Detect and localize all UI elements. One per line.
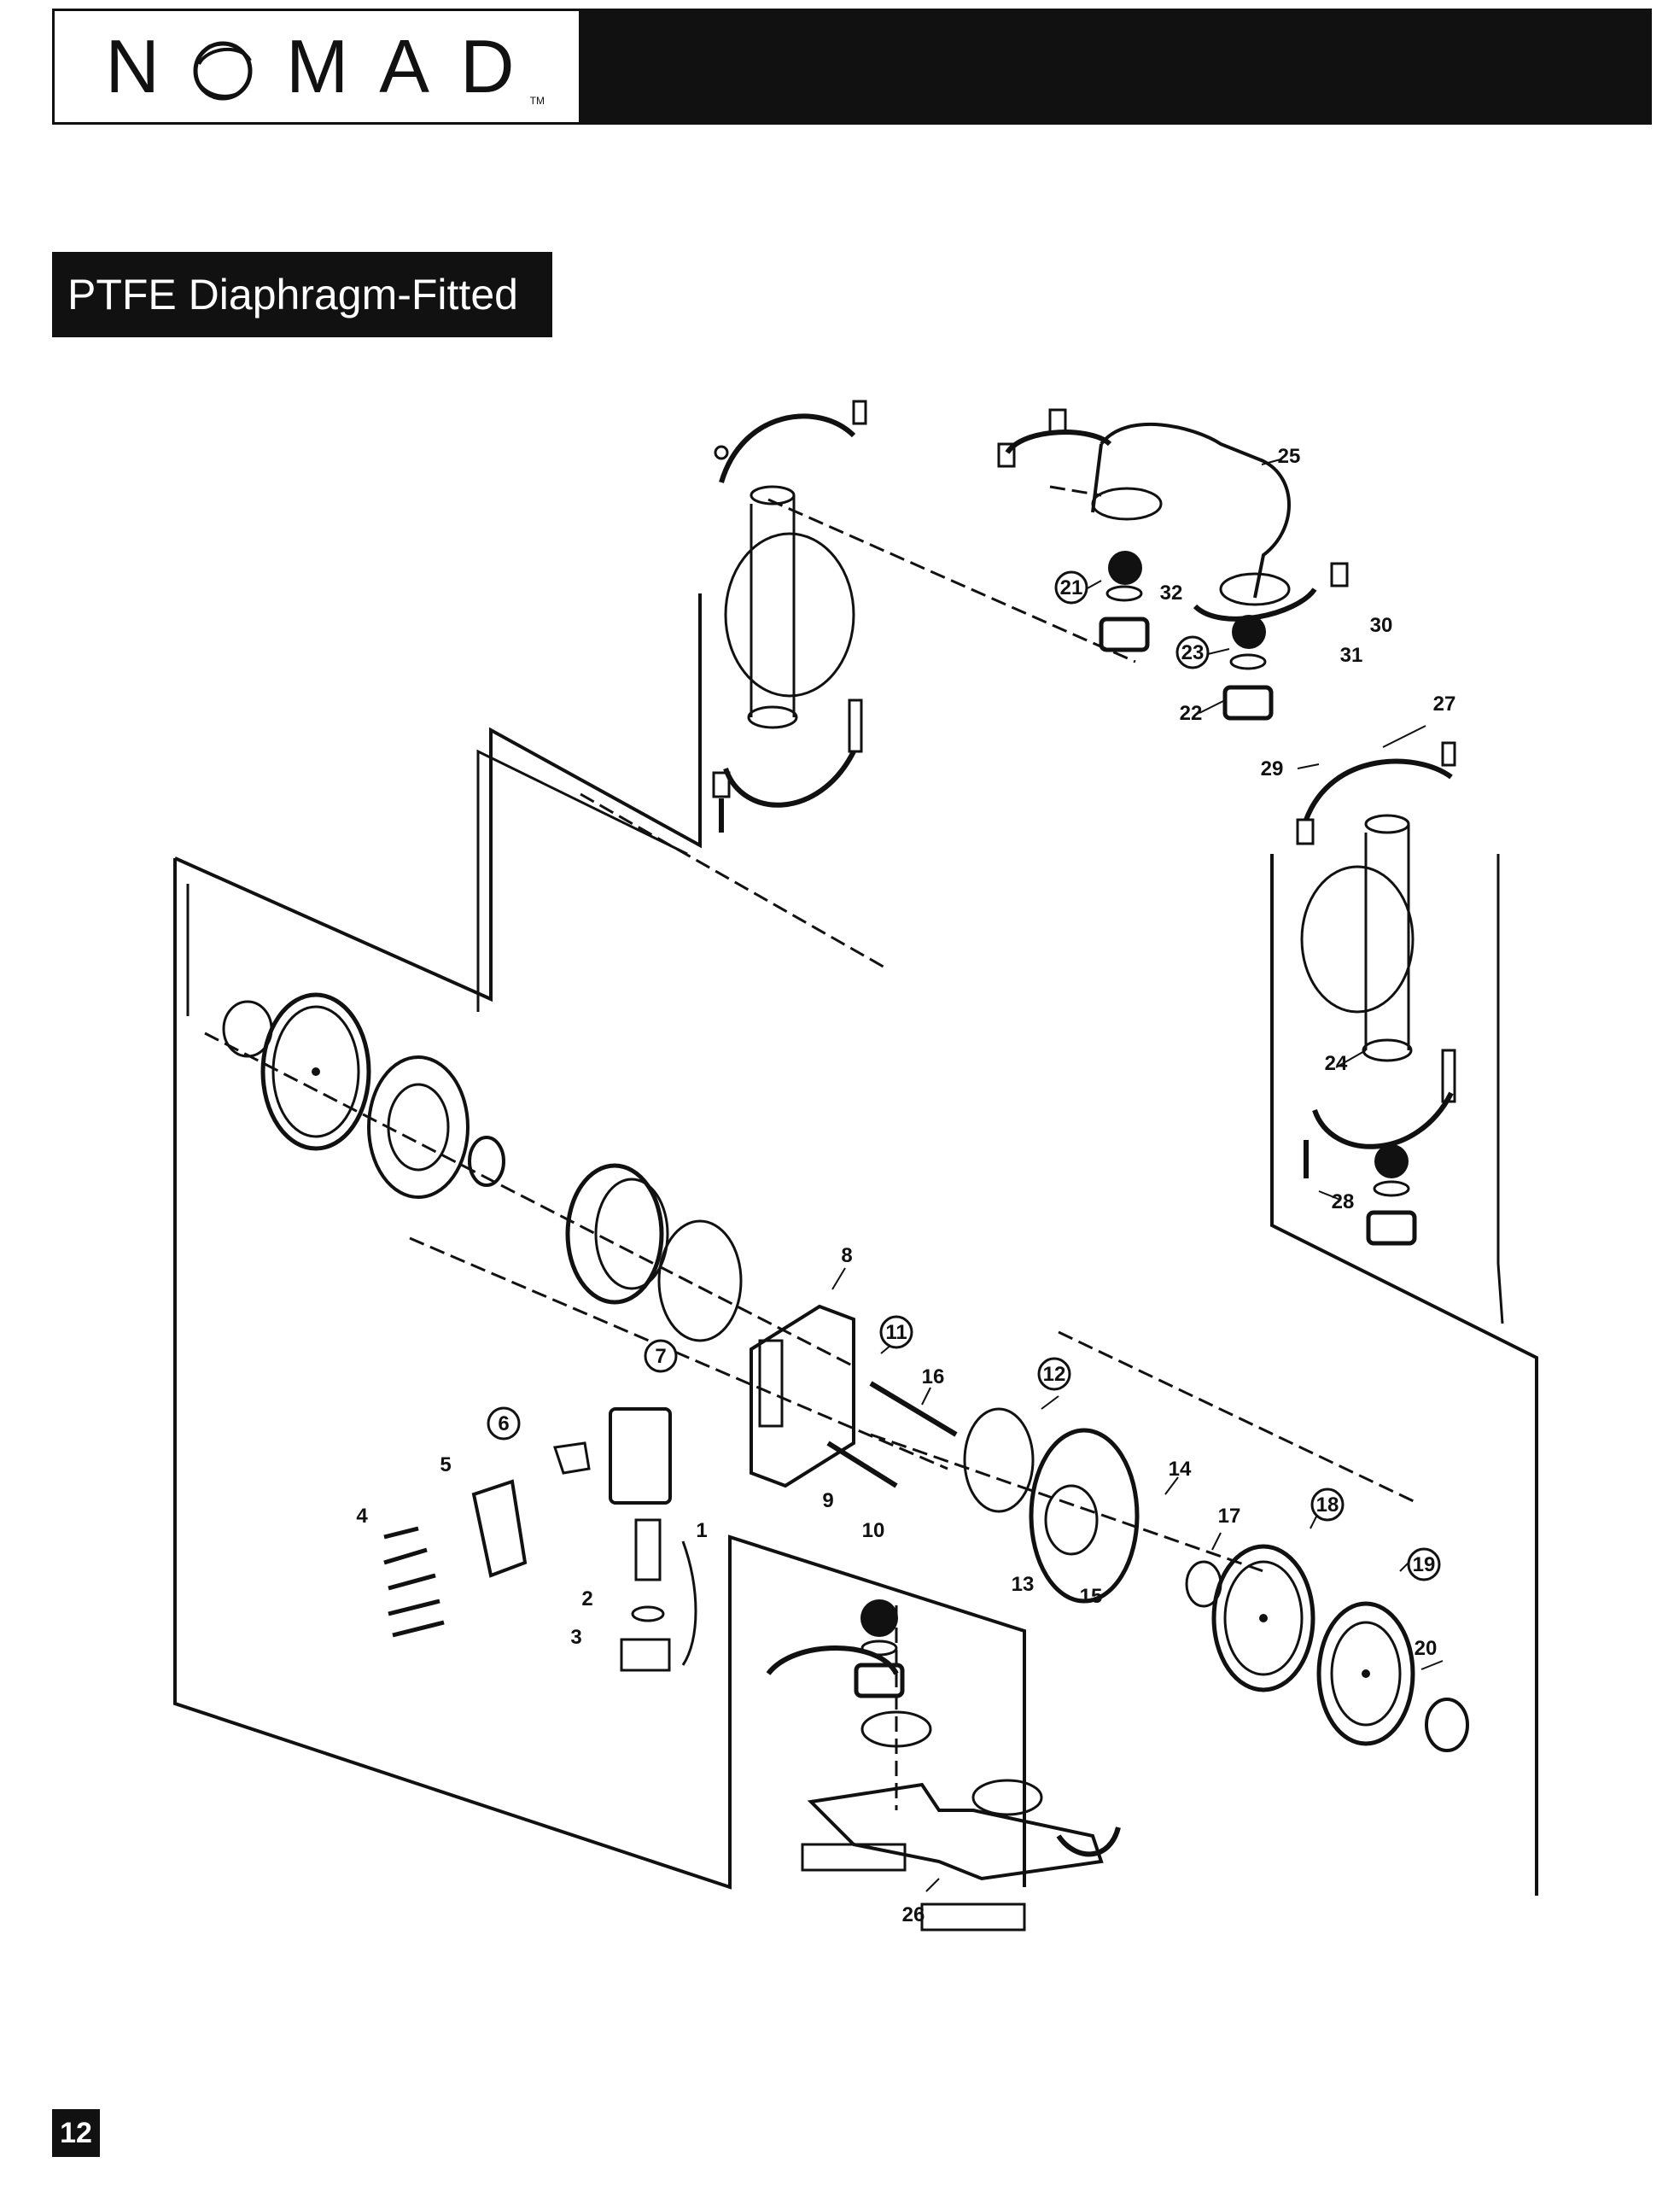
outline-left xyxy=(173,858,1026,1890)
top-chamber xyxy=(750,495,796,717)
callout-11: 11 xyxy=(885,1321,907,1344)
trademark-mark: TM xyxy=(529,95,545,107)
callout-27: 27 xyxy=(1433,693,1456,716)
callout-28: 28 xyxy=(1332,1190,1355,1213)
callout-12: 12 xyxy=(1043,1363,1066,1386)
callout-26: 26 xyxy=(902,1903,925,1926)
callout-8: 8 xyxy=(841,1244,852,1267)
check-ball xyxy=(1232,615,1266,649)
callout-10: 10 xyxy=(862,1519,885,1542)
callout-29: 29 xyxy=(1261,757,1284,780)
callout-2: 2 xyxy=(581,1587,592,1610)
callout-15: 15 xyxy=(1080,1585,1103,1608)
callout-31: 31 xyxy=(1340,644,1363,667)
callout-17: 17 xyxy=(1218,1505,1241,1528)
callout-18: 18 xyxy=(1316,1493,1339,1517)
callout-5: 5 xyxy=(440,1453,451,1476)
callout-30: 30 xyxy=(1370,614,1393,637)
callout-3: 3 xyxy=(570,1626,581,1649)
callout-32: 32 xyxy=(1160,582,1183,605)
callout-16: 16 xyxy=(922,1365,945,1388)
callout-9: 9 xyxy=(822,1489,833,1512)
callout-20: 20 xyxy=(1415,1637,1438,1660)
outline-right xyxy=(1270,854,1538,1896)
header-black-bar xyxy=(579,11,1649,122)
callout-13: 13 xyxy=(1012,1573,1035,1596)
callout-6: 6 xyxy=(498,1412,509,1435)
callout-7: 7 xyxy=(655,1345,666,1368)
check-ball xyxy=(1108,551,1142,585)
callout-4: 4 xyxy=(356,1505,368,1528)
logo-swirl-icon xyxy=(190,34,255,101)
right-chamber xyxy=(1364,824,1410,1050)
page-number: 12 xyxy=(52,2109,100,2157)
callout-25: 25 xyxy=(1278,445,1301,468)
callout-24: 24 xyxy=(1325,1052,1348,1075)
callout-22: 22 xyxy=(1180,702,1203,725)
callout-1: 1 xyxy=(696,1519,707,1542)
inlet-manifold xyxy=(807,1782,1104,1881)
check-ball xyxy=(1374,1144,1409,1178)
callout-21: 21 xyxy=(1060,576,1083,599)
callout-14: 14 xyxy=(1169,1458,1192,1481)
center-block xyxy=(750,1304,855,1488)
outline-left-upper xyxy=(174,593,702,1002)
check-ball xyxy=(860,1599,898,1637)
callout-23: 23 xyxy=(1181,641,1205,664)
callout-19: 19 xyxy=(1413,1553,1436,1576)
section-title: PTFE Diaphragm-Fitted xyxy=(52,252,552,337)
